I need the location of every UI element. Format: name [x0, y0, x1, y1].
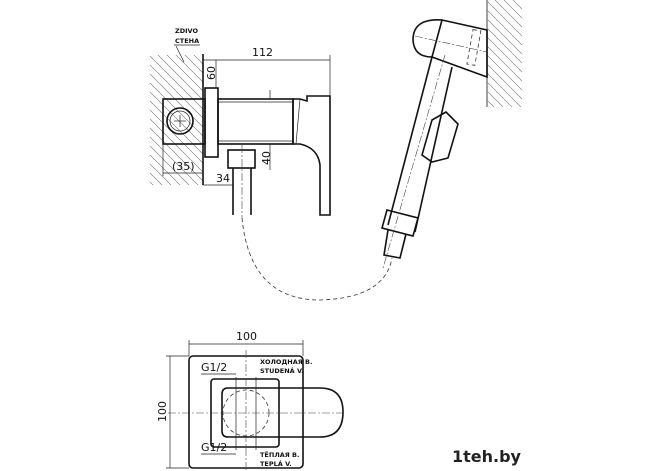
cold-water-label-ru: ХОЛОДНАЯ В. [260, 358, 312, 366]
hatch-line [487, 63, 522, 100]
dim-flange-60: 60 [205, 66, 218, 80]
thread-label-bottom: G1/2 [201, 441, 227, 454]
hatch-line [150, 172, 163, 185]
hatch-line [487, 9, 522, 46]
dim-offset-34: 34 [216, 172, 230, 185]
hatch-line [150, 163, 172, 185]
hatch-line [487, 27, 522, 64]
hatch-line [512, 0, 522, 10]
hatch-line [166, 55, 203, 92]
dim-length-112: 112 [252, 46, 273, 59]
hatch-line [150, 91, 203, 146]
wall-hatch-left [150, 55, 203, 244]
hatch-line [487, 18, 522, 55]
hatch-line [150, 127, 203, 182]
hose-path [241, 217, 393, 301]
hatch-line [150, 109, 203, 164]
mixer-front-view [168, 350, 345, 470]
hatch-line [175, 55, 203, 83]
hatch-line [193, 55, 203, 65]
hatch-line [487, 54, 522, 91]
dim-height-100: 100 [156, 401, 169, 422]
hatch-line [494, 0, 522, 28]
hatch-line [150, 191, 203, 244]
hatch-line [150, 73, 203, 128]
hatch-line [150, 145, 190, 185]
cold-water-label-cz: STUDENÁ V. [260, 366, 304, 375]
hatch-line [487, 81, 513, 107]
hatch-line [150, 181, 154, 185]
hatch-line [487, 45, 522, 82]
hatch-line [487, 109, 522, 144]
mixer-body-side [162, 87, 331, 218]
hot-water-label-ru: ТЁПЛАЯ В. [260, 450, 299, 459]
hatch-line [184, 55, 203, 74]
hatch-line [487, 72, 522, 107]
hatch-line [150, 154, 181, 185]
dim-width-100: 100 [236, 330, 257, 343]
thread-label-top: G1/2 [201, 361, 227, 374]
hatch-line [150, 64, 203, 119]
hatch-line [150, 82, 203, 137]
hatch-line [487, 0, 522, 37]
hatch-line [487, 99, 495, 107]
hatch-line [487, 90, 504, 107]
hot-water-label-cz: TEPLÁ V. [260, 459, 292, 468]
hatch-line [150, 118, 203, 173]
dim-outlet-40: 40 [260, 151, 273, 165]
hatch-line [157, 55, 203, 101]
hatch-line [150, 136, 199, 185]
wall-hatch-right [487, 0, 522, 144]
hatch-line [503, 0, 522, 19]
watermark: 1teh.by [452, 447, 522, 466]
hatch-line [150, 100, 203, 155]
hatch-line [150, 55, 203, 110]
dim-depth-35: (35) [172, 160, 195, 173]
wall-label-stena: СТЕНА [175, 37, 199, 45]
hand-shower [381, 19, 488, 269]
hatch-line [487, 36, 522, 73]
wall-label-zdivo: ZDIVO [175, 27, 198, 35]
